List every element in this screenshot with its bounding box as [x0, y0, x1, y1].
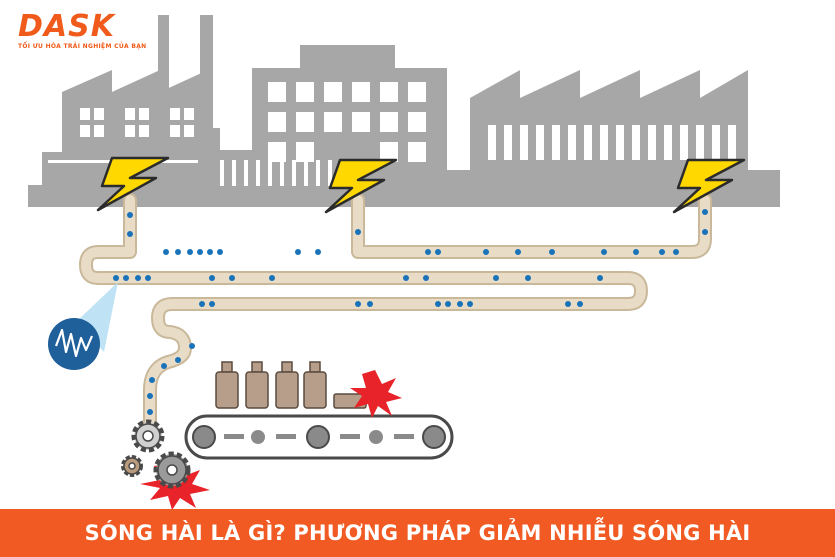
brand-name: DASK — [18, 9, 115, 44]
harmonic-dots — [113, 209, 708, 415]
waveform-icon — [48, 282, 118, 370]
title-banner: SÓNG HÀI LÀ GÌ? PHƯƠNG PHÁP GIẢM NHIỄU S… — [0, 509, 835, 557]
banner-title: SÓNG HÀI LÀ GÌ? PHƯƠNG PHÁP GIẢM NHIỄU S… — [84, 521, 751, 545]
gear-icon — [121, 419, 191, 489]
lightning-icon — [96, 156, 746, 214]
brand-tagline: TỐI ƯU HÓA TRẢI NGHIỆM CỦA BẠN — [18, 43, 147, 50]
factory-windows — [48, 82, 736, 186]
brand-logo[interactable]: DASK TỐI ƯU HÓA TRẢI NGHIỆM CỦA BẠN — [18, 9, 147, 51]
bottle-icon — [215, 361, 367, 409]
conveyor-icon — [184, 414, 454, 460]
